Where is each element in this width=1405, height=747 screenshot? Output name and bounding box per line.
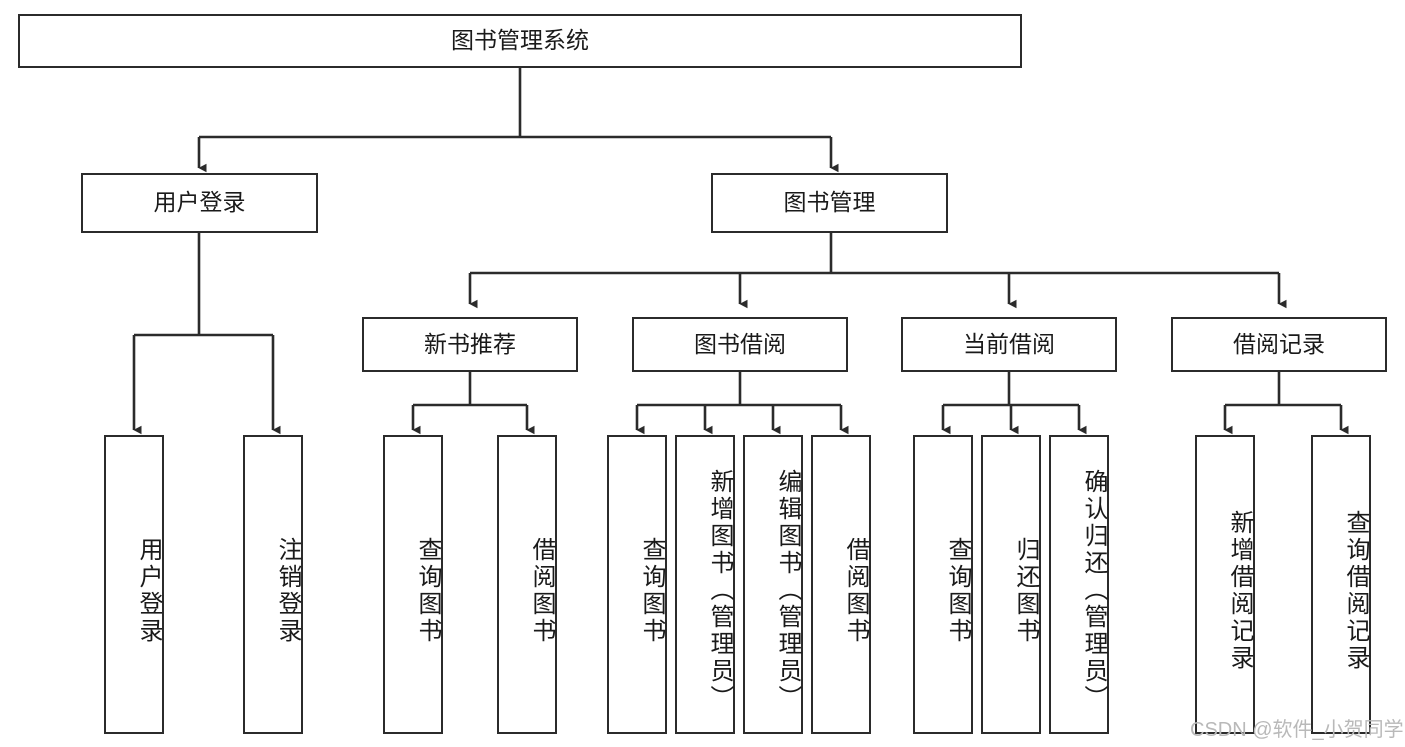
leaf-user-login-login[interactable]: 用户登录 <box>104 435 164 734</box>
node-label: 归还图书 <box>1012 536 1039 645</box>
node-label: 查询图书 <box>414 536 441 645</box>
leaf-new-book-query[interactable]: 查询图书 <box>383 435 443 734</box>
node-label: 新书推荐 <box>424 330 516 357</box>
leaf-book-borrow-query[interactable]: 查询图书 <box>607 435 667 734</box>
node-label: 注销登录 <box>274 536 301 645</box>
leaf-borrow-record-add[interactable]: 新增借阅记录 <box>1195 435 1255 734</box>
leaf-current-borrow-return[interactable]: 归还图书 <box>981 435 1041 734</box>
leaf-book-borrow-add[interactable]: 新增图书（管理员） <box>675 435 735 734</box>
node-label: 确认归还（管理员） <box>1080 469 1107 712</box>
node-label: 编辑图书（管理员） <box>774 469 801 712</box>
csdn-watermark: CSDN @软件_小贺同学 <box>1190 719 1404 741</box>
node-borrow-record[interactable]: 借阅记录 <box>1171 317 1387 372</box>
node-label: 图书管理 <box>783 189 876 216</box>
node-current-borrow[interactable]: 当前借阅 <box>901 317 1117 372</box>
leaf-book-borrow-edit[interactable]: 编辑图书（管理员） <box>743 435 803 734</box>
leaf-current-borrow-confirm-return[interactable]: 确认归还（管理员） <box>1049 435 1109 734</box>
node-label: 用户登录 <box>153 189 246 216</box>
node-root-book-management-system[interactable]: 图书管理系统 <box>18 14 1022 68</box>
node-label: 当前借阅 <box>963 330 1055 357</box>
node-label: 查询借阅记录 <box>1342 509 1369 672</box>
node-label: 借阅图书 <box>842 536 869 645</box>
node-label: 新增图书（管理员） <box>706 469 733 712</box>
node-book-borrow[interactable]: 图书借阅 <box>632 317 848 372</box>
node-label: 借阅记录 <box>1233 330 1325 357</box>
node-label: 用户登录 <box>135 536 162 645</box>
node-label: 图书管理系统 <box>451 27 589 54</box>
node-user-login[interactable]: 用户登录 <box>81 173 318 233</box>
node-label: 借阅图书 <box>528 536 555 645</box>
leaf-new-book-borrow[interactable]: 借阅图书 <box>497 435 557 734</box>
node-label: 查询图书 <box>638 536 665 645</box>
node-new-book-recommend[interactable]: 新书推荐 <box>362 317 578 372</box>
leaf-user-login-logout[interactable]: 注销登录 <box>243 435 303 734</box>
leaf-book-borrow-borrow[interactable]: 借阅图书 <box>811 435 871 734</box>
node-label: 查询图书 <box>944 536 971 645</box>
leaf-borrow-record-query[interactable]: 查询借阅记录 <box>1311 435 1371 734</box>
node-label: 新增借阅记录 <box>1226 509 1253 672</box>
node-book-management[interactable]: 图书管理 <box>711 173 948 233</box>
node-label: 图书借阅 <box>694 330 786 357</box>
leaf-current-borrow-query[interactable]: 查询图书 <box>913 435 973 734</box>
